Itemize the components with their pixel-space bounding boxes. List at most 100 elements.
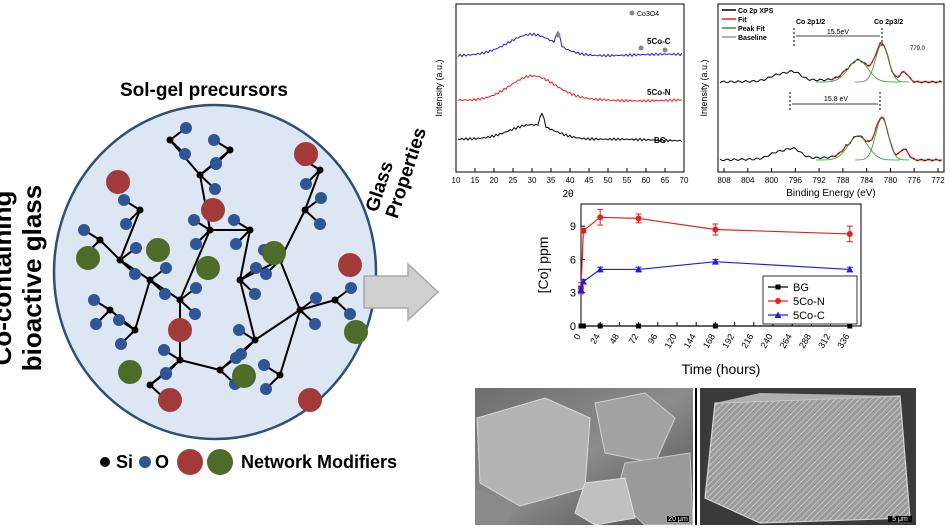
silicon-atom <box>316 166 324 174</box>
sol-gel-network-diagram <box>52 103 378 441</box>
oxygen-atom <box>130 242 142 254</box>
xps-legend-item: Fit <box>738 17 747 24</box>
oxygen-atom <box>344 308 356 320</box>
release-point <box>579 278 587 285</box>
release-point <box>580 323 586 329</box>
xps-frame <box>717 3 945 173</box>
silicon-atom <box>116 256 124 264</box>
release-point <box>846 265 854 273</box>
xps-xlabel: Binding Energy (eV) <box>786 188 876 199</box>
silicon-atom <box>216 366 224 374</box>
release-y-tick-label: 3 <box>570 288 576 300</box>
release-y-tick-label: 9 <box>570 221 576 233</box>
xrd-peak-marker <box>555 32 561 38</box>
xrd-label-bg: BG <box>654 136 666 145</box>
oxygen-atom <box>309 318 321 330</box>
oxygen-atom <box>88 294 100 306</box>
xps-tick-label: 780 <box>884 176 898 185</box>
release-y-tick-label: 0 <box>570 321 576 333</box>
xrd-legend-marker <box>629 10 635 16</box>
xps-panel: Intensity (a.u.) Binding Energy (eV) 808… <box>699 3 945 199</box>
silicon-atom <box>176 296 184 304</box>
xrd-tick-label: 40 <box>566 176 575 185</box>
xrd-peak-marker <box>662 47 668 53</box>
xps-peakfit-bottom <box>855 118 909 161</box>
release-x-tick-label: 72 <box>627 332 641 346</box>
xrd-tick-label: 30 <box>528 176 537 185</box>
oxygen-atom <box>179 148 191 160</box>
oxygen-atom <box>160 262 172 274</box>
xps-peakfit-bottom <box>816 135 900 161</box>
xrd-trace-bg <box>457 112 683 143</box>
release-point <box>711 258 719 265</box>
oxygen-atom <box>129 268 141 280</box>
panel-title-line1: Co-containing <box>0 190 17 366</box>
silicon-atom <box>146 381 154 389</box>
release-point <box>636 323 642 329</box>
xps-tick-label: 800 <box>765 176 779 185</box>
silicon-atom <box>331 296 339 304</box>
xrd-tick-label: 65 <box>661 176 670 185</box>
silicon-atom <box>146 276 154 284</box>
release-x-tick-label: 144 <box>682 332 698 350</box>
release-ylabel: [Co] ppm <box>535 237 551 294</box>
oxygen-atom <box>230 238 242 250</box>
modifier-green <box>232 364 256 388</box>
release-point <box>596 265 604 273</box>
release-line-5Co-N <box>580 216 850 289</box>
sem-particle <box>574 477 636 525</box>
sem-particle <box>476 397 591 507</box>
silicon-atom <box>251 336 259 344</box>
xrd-frame <box>455 3 685 173</box>
sem-image-left: 20 μm <box>475 388 693 525</box>
silicon-atom <box>196 171 204 179</box>
network-atoms <box>76 122 368 412</box>
xps-peak-left: Co 2p1/2 <box>796 19 825 26</box>
oxygen-atom <box>118 194 130 206</box>
release-x-tick-label: 0 <box>572 332 583 341</box>
xps-legend-item: Co 2p XPS <box>738 8 774 15</box>
release-x-tick-label: 24 <box>588 332 602 346</box>
xps-peakfit-top <box>816 59 900 83</box>
xps-peak-right: Co 2p3/2 <box>874 19 903 26</box>
xrd-peak-marker <box>638 45 644 51</box>
release-legend-label: 5Co-N <box>793 296 825 308</box>
xps-legend: Co 2p XPS Fit Peak Fit Baseline <box>722 8 774 42</box>
release-x-tick-label: 96 <box>646 332 660 346</box>
xrd-tick-label: 25 <box>509 176 518 185</box>
silicon-atom <box>96 236 104 244</box>
modifier-green <box>196 256 220 280</box>
si-label: Si <box>116 451 134 472</box>
release-x-tick-label: 216 <box>739 332 755 350</box>
modifier-green <box>262 241 286 265</box>
oxygen-atom <box>230 352 242 364</box>
silicon-atom <box>226 146 234 154</box>
oxygen-atom <box>250 262 262 274</box>
xrd-tick-label: 15 <box>471 176 480 185</box>
modifier-red <box>201 198 225 222</box>
xps-peakfit-top <box>855 44 909 83</box>
silicon-atom <box>296 306 304 314</box>
oxygen-atom <box>345 282 357 294</box>
oxygen-atom <box>300 178 312 190</box>
release-point <box>580 227 587 234</box>
oxygen-atom <box>249 288 261 300</box>
release-legend-label: BG <box>793 282 809 294</box>
xrd-tick-label: 50 <box>604 176 613 185</box>
silicon-atom <box>206 226 214 234</box>
oxygen-atom <box>159 288 171 300</box>
release-xlabel: Time (hours) <box>682 361 761 377</box>
xrd-label-5co-n: 5Co-N <box>647 88 671 97</box>
xrd-legend-label: Co3O4 <box>637 11 659 18</box>
release-x-tick-label: 264 <box>778 332 794 350</box>
xrd-tick-label: 20 <box>490 176 499 185</box>
silicon-atom <box>246 226 254 234</box>
xps-tick-label: 784 <box>860 176 874 185</box>
xps-annotation-peak: 779.0 <box>910 46 926 52</box>
xps-tick-label: 808 <box>717 176 731 185</box>
modifier-green <box>76 246 100 270</box>
release-x-tick-label: 336 <box>835 332 851 350</box>
oxygen-atom <box>78 224 90 236</box>
